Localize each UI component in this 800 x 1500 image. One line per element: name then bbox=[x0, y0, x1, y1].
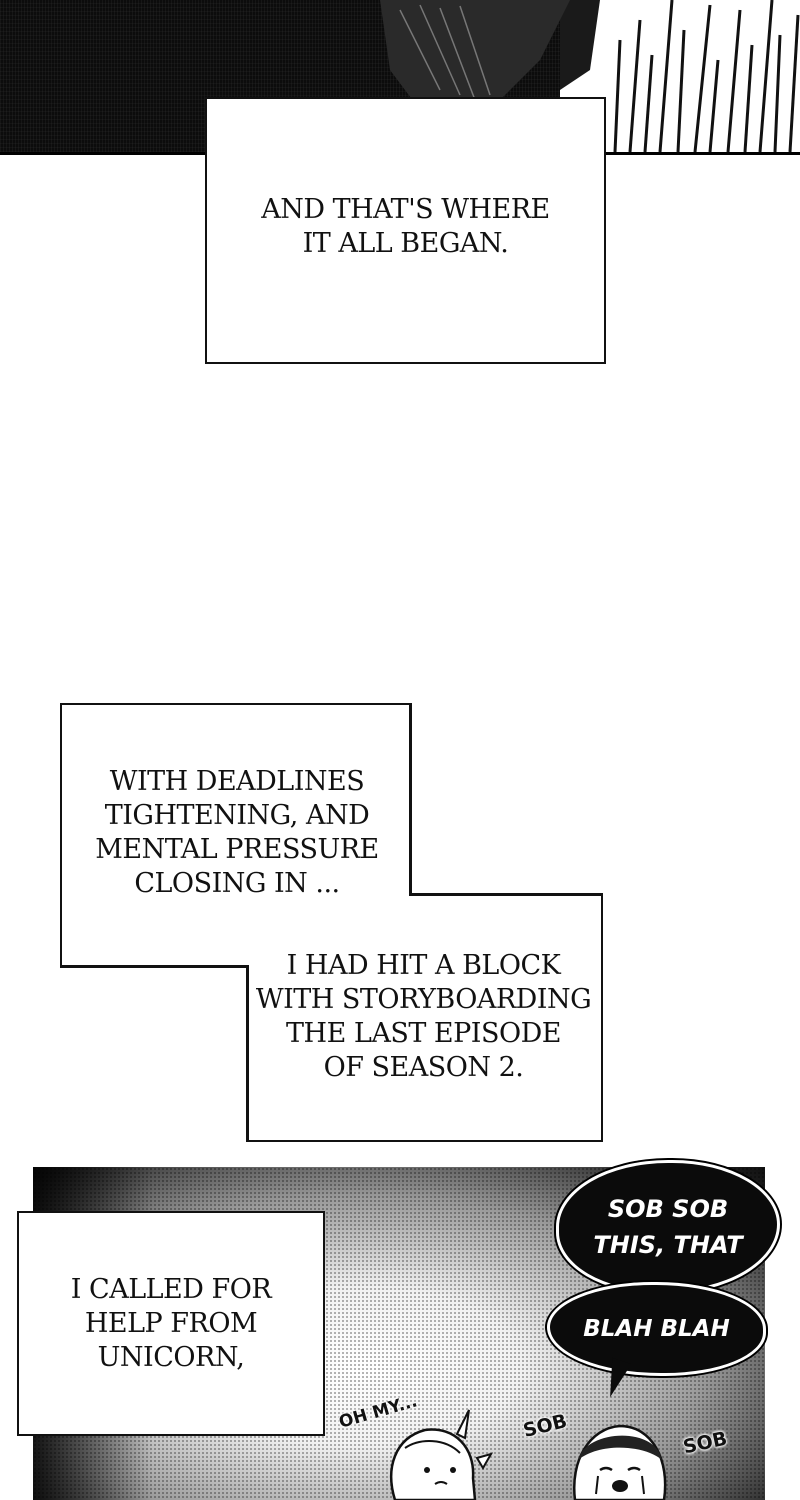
crying-character-illustration bbox=[560, 1420, 680, 1500]
caption-box-block: I HAD HIT A BLOCK WITH STORYBOARDING THE… bbox=[246, 893, 603, 1142]
speech-bubble-sob: SOB SOB THIS, THAT bbox=[556, 1160, 780, 1294]
caption-step-border bbox=[409, 703, 412, 895]
grass-strokes-illustration bbox=[560, 0, 800, 152]
caption-unicorn-text: I CALLED FOR HELP FROM UNICORN, bbox=[70, 1273, 272, 1373]
caption-deadlines-text: WITH DEADLINES TIGHTENING, AND MENTAL PR… bbox=[95, 766, 379, 899]
caption-step-border bbox=[246, 965, 249, 1142]
caption-step-border bbox=[60, 965, 248, 968]
grass-area bbox=[560, 0, 800, 152]
speech-bubble-blah: BLAH BLAH bbox=[547, 1282, 766, 1376]
caption-step-border bbox=[409, 893, 603, 896]
unicorn-character-illustration bbox=[365, 1408, 495, 1500]
caption-box-began: AND THAT'S WHERE IT ALL BEGAN. bbox=[205, 97, 606, 364]
caption-began-text: AND THAT'S WHERE IT ALL BEGAN. bbox=[261, 194, 550, 259]
figure-silhouette-illustration bbox=[380, 0, 570, 110]
caption-block-text: I HAD HIT A BLOCK WITH STORYBOARDING THE… bbox=[255, 950, 592, 1083]
caption-box-unicorn: I CALLED FOR HELP FROM UNICORN, bbox=[17, 1211, 325, 1436]
